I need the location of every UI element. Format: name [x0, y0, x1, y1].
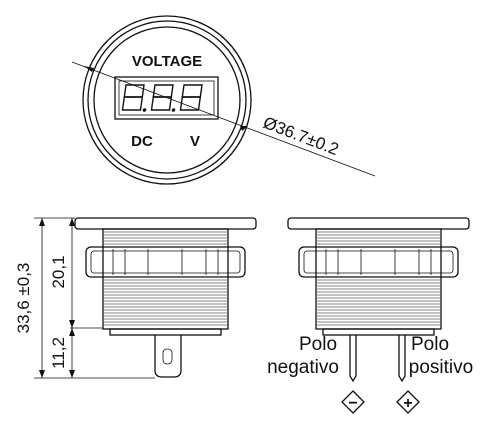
- arrow-right: [240, 126, 248, 131]
- minus-symbol: −: [348, 395, 357, 412]
- rear-body-threads: [317, 231, 440, 326]
- terminal-labels: Polo negativo Polo positivo − +: [267, 334, 473, 414]
- dc-label: DC: [131, 133, 153, 150]
- base: [109, 328, 222, 336]
- rear-view: [287, 217, 470, 383]
- digit-3: [179, 84, 203, 111]
- dim-total-label: 33,6 ±0,3: [14, 263, 33, 334]
- arrow-left: [84, 66, 94, 72]
- seven-segment-digits: [121, 84, 203, 112]
- negative-label-line1: Polo: [299, 334, 337, 355]
- inner-bezel: [87, 20, 247, 180]
- plus-symbol: +: [403, 395, 412, 412]
- diameter-label: Ø36.7±0.2: [261, 113, 342, 159]
- lock-nut: [85, 246, 246, 278]
- lock-nut-inner: [90, 250, 241, 274]
- face-ring: [93, 26, 241, 174]
- display-inner: [118, 80, 215, 116]
- negative-pin: [349, 335, 357, 383]
- rear-base: [322, 328, 435, 336]
- rear-lock-nut: [298, 246, 459, 278]
- terminal-blade: [154, 335, 182, 378]
- v-label: V: [190, 133, 200, 150]
- display-window: [114, 76, 219, 120]
- dimensions: 33,6 ±0,3 20,1 11,2: [14, 217, 155, 379]
- diameter-leader: [71, 61, 376, 177]
- positive-label-line1: Polo: [411, 334, 449, 355]
- flange: [74, 217, 257, 230]
- plus-diamond-icon: +: [396, 390, 420, 414]
- positive-pin: [398, 335, 406, 383]
- minus-diamond-icon: −: [341, 390, 365, 414]
- positive-label-line2: positivo: [409, 357, 473, 378]
- digit-1: [121, 84, 147, 112]
- terminal-hole: [162, 348, 173, 365]
- outer-bezel: [82, 15, 252, 185]
- voltage-label: VOLTAGE: [132, 53, 202, 70]
- dim-lower-label: 11,2: [49, 337, 68, 369]
- side-view: [74, 217, 257, 378]
- negative-label-line2: negativo: [267, 357, 339, 378]
- body-threads: [104, 231, 227, 326]
- dim-upper-label: 20,1: [49, 255, 68, 288]
- rear-lock-nut-inner: [303, 250, 454, 274]
- digit-2: [150, 84, 176, 112]
- rear-flange: [287, 217, 470, 230]
- top-view: VOLTAGE DC V Ø36.7±0: [71, 15, 376, 185]
